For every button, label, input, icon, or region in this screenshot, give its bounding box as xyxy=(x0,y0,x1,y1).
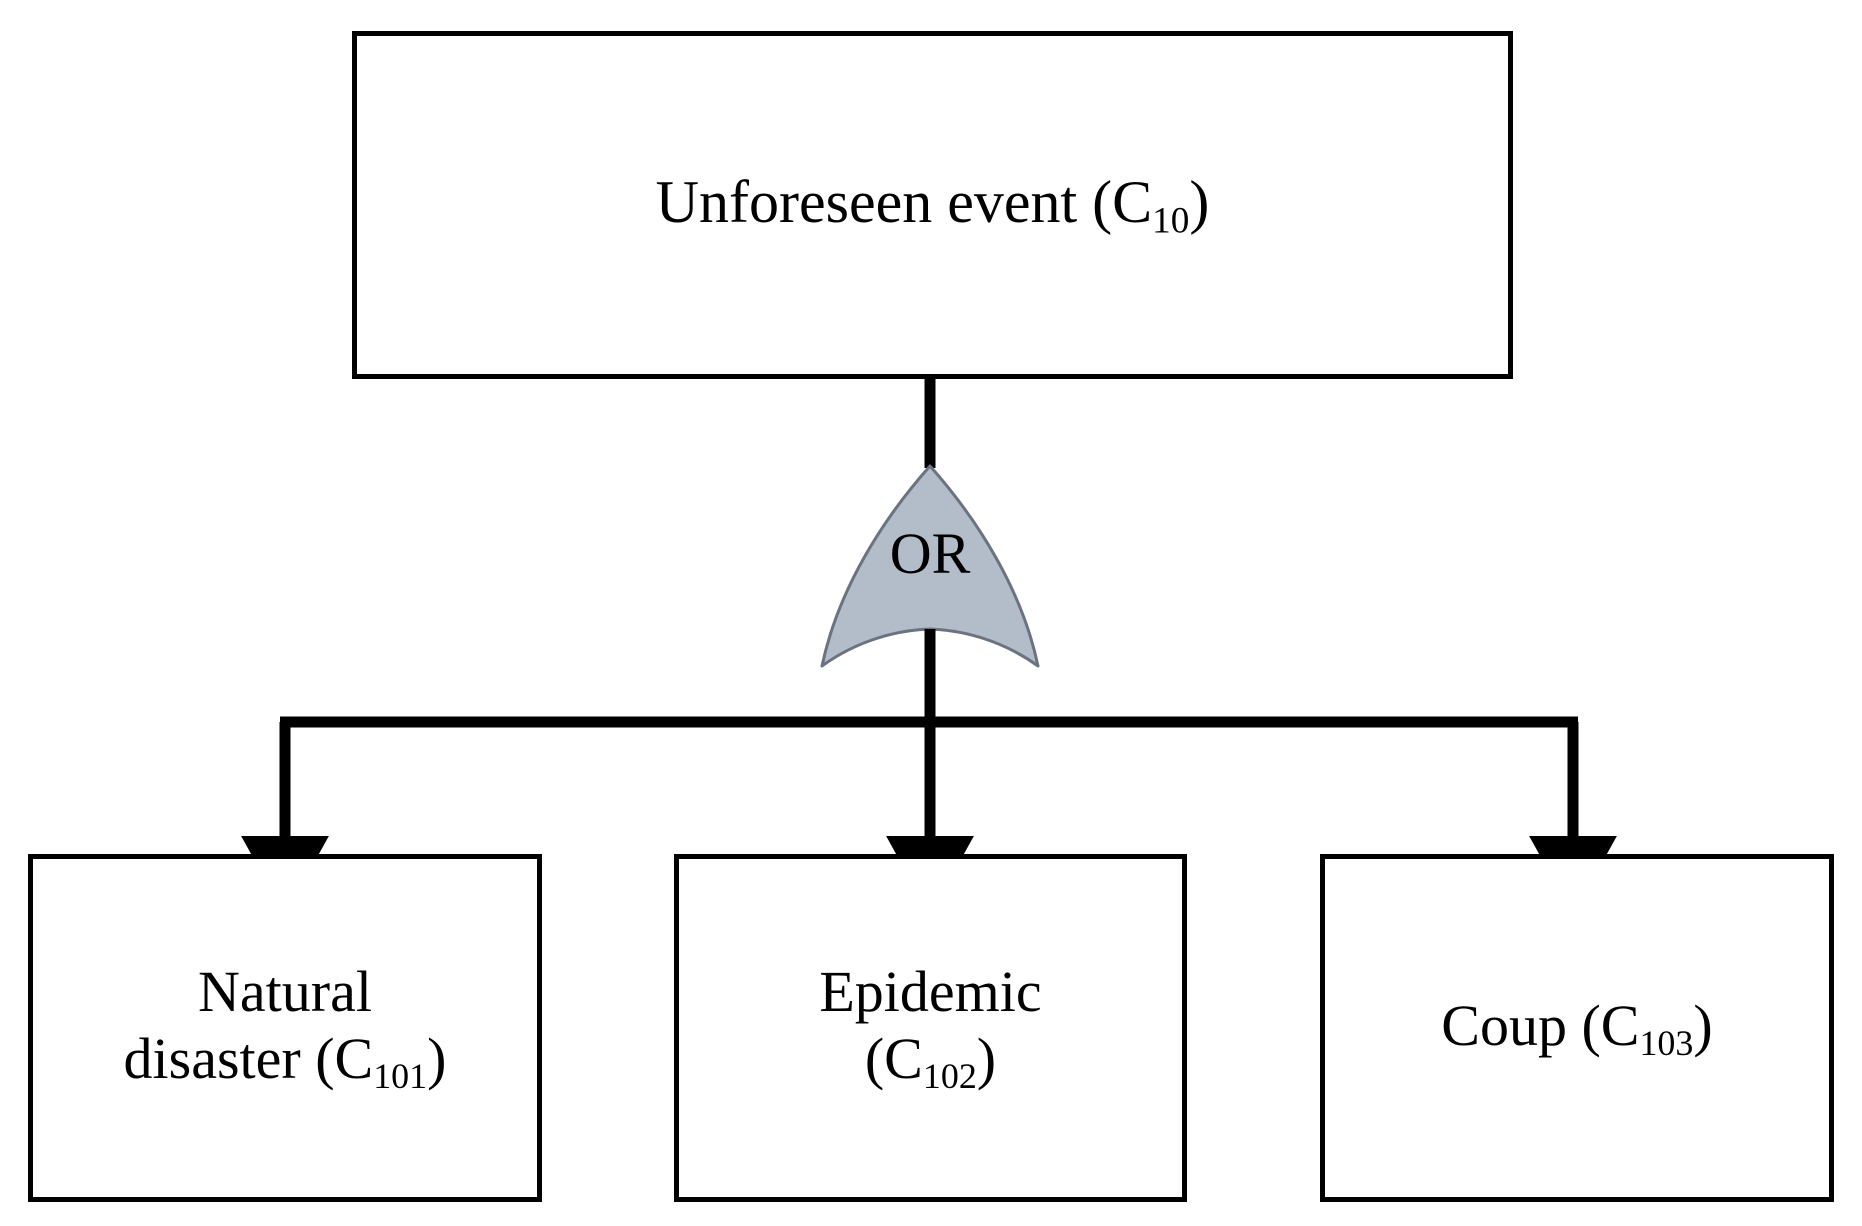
node-top-event[interactable]: Unforeseen event (C10) xyxy=(352,31,1513,379)
c102-subscript: 102 xyxy=(922,1056,977,1097)
c101-line1: Natural xyxy=(198,958,372,1024)
c103-subscript: 103 xyxy=(1639,1022,1694,1063)
c103-line2: Coup (C xyxy=(1441,992,1640,1058)
c101-line2: disaster (C xyxy=(123,1026,374,1092)
c101-subscript: 101 xyxy=(373,1056,428,1097)
c103-suffix: ) xyxy=(1693,992,1713,1058)
node-coup-label: Coup (C103) xyxy=(1431,992,1722,1065)
c102-line2: (C xyxy=(864,1026,923,1092)
node-top-event-label: Unforeseen event (C10) xyxy=(646,168,1220,243)
c101-suffix: ) xyxy=(427,1026,447,1092)
c102-line1: Epidemic xyxy=(819,958,1042,1024)
node-epidemic[interactable]: Epidemic(C102) xyxy=(674,854,1187,1202)
top-event-suffix: ) xyxy=(1189,168,1210,235)
top-event-subscript: 10 xyxy=(1152,200,1190,242)
node-epidemic-label: Epidemic(C102) xyxy=(809,958,1051,1098)
c102-suffix: ) xyxy=(976,1026,997,1092)
node-coup[interactable]: Coup (C103) xyxy=(1320,854,1834,1202)
top-event-text: Unforeseen event (C xyxy=(655,168,1153,235)
